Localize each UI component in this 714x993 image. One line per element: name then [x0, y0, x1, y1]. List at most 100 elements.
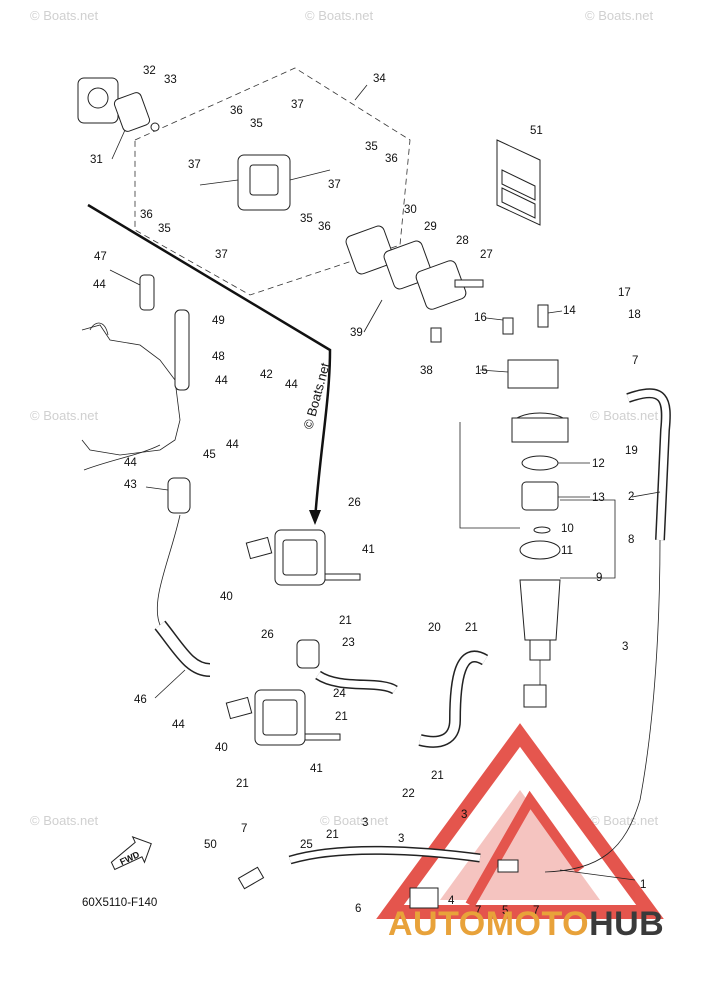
screw-27	[454, 279, 484, 288]
callout-41: 41	[362, 544, 375, 556]
callout-37c: 37	[328, 179, 341, 191]
arrow-head	[309, 510, 321, 525]
connector-47	[139, 274, 155, 311]
callout-24: 24	[333, 688, 346, 700]
callout-44d: 44	[226, 439, 239, 451]
callout-4: 4	[448, 895, 455, 907]
callout-38: 38	[420, 365, 433, 377]
callout-21e: 21	[326, 829, 339, 841]
callout-40: 40	[220, 591, 233, 603]
pin-38	[430, 327, 442, 343]
callout-8: 8	[628, 534, 634, 546]
hose-43	[167, 477, 191, 514]
hose-23	[296, 639, 320, 669]
brand-part-b: HUB	[589, 905, 665, 943]
callout-37: 37	[291, 99, 304, 111]
watermark-bottom-center: © Boats.net	[320, 813, 389, 828]
callout-3c: 3	[362, 817, 368, 829]
callout-27: 27	[480, 249, 493, 261]
callout-30: 30	[404, 204, 417, 216]
watermark-bottom-right: © Boats.net	[590, 813, 659, 828]
callout-16: 16	[474, 312, 487, 324]
callout-48: 48	[212, 351, 225, 363]
callouts: 1 2 3 3 3 3 4 5 6 7 7 7 7 8 9 10 11 12 1…	[90, 65, 646, 917]
callout-33: 33	[164, 74, 177, 86]
callout-10: 10	[561, 523, 574, 535]
callout-43: 43	[124, 479, 137, 491]
callout-25: 25	[300, 839, 313, 851]
callout-47: 47	[94, 251, 107, 263]
brand-part-a: AUTOMOTO	[388, 905, 590, 943]
callout-44: 44	[93, 279, 106, 291]
callout-40b: 40	[215, 742, 228, 754]
part-code: 60X5110-F140	[82, 897, 157, 909]
callout-3d: 3	[398, 833, 404, 845]
gasket-30	[345, 225, 395, 275]
callout-23: 23	[342, 637, 355, 649]
engine-outline	[81, 324, 181, 456]
pump-body-kit	[199, 154, 331, 211]
hose-link	[156, 514, 181, 626]
long-fuel-line	[544, 539, 661, 873]
callout-1: 1	[640, 879, 646, 891]
callout-45: 45	[203, 449, 216, 461]
callout-21: 21	[465, 622, 478, 634]
watermark-mid-left: © Boats.net	[30, 408, 99, 423]
callout-32: 32	[143, 65, 156, 77]
bracket-line-a	[459, 422, 520, 529]
callout-35c: 35	[158, 223, 171, 235]
callout-37b: 37	[188, 159, 201, 171]
diaphragm-28	[415, 260, 467, 310]
decal-51	[496, 139, 541, 226]
callout-11: 11	[561, 545, 573, 557]
callout-42: 42	[260, 369, 273, 381]
callout-21f: 21	[431, 770, 444, 782]
callout-36: 36	[230, 105, 243, 117]
callout-51: 51	[530, 125, 543, 137]
watermark-top-center: © Boats.net	[305, 8, 374, 23]
callout-36d: 36	[318, 221, 331, 233]
callout-41b: 41	[310, 763, 323, 775]
brand-wordmark: AUTOMOTOHUB	[388, 905, 664, 944]
spring-33	[150, 122, 160, 132]
callout-17: 17	[618, 287, 631, 299]
callout-35b: 35	[365, 141, 378, 153]
callout-49: 49	[212, 315, 225, 327]
callout-6: 6	[355, 903, 361, 915]
callout-44b: 44	[215, 375, 228, 387]
watermark-top-right: © Boats.net	[585, 8, 654, 23]
fuel-pump-lower	[225, 689, 341, 746]
callout-39: 39	[350, 327, 363, 339]
callout-44f: 44	[172, 719, 185, 731]
watermark-mid-right: © Boats.net	[590, 408, 659, 423]
callout-21b: 21	[339, 615, 352, 627]
callout-35: 35	[250, 118, 263, 130]
joint-5	[497, 859, 519, 873]
callout-46: 46	[134, 694, 147, 706]
callout-28: 28	[456, 235, 469, 247]
callout-7c: 7	[475, 905, 481, 917]
callout-7d: 7	[533, 905, 539, 917]
callout-13: 13	[592, 492, 605, 504]
pump-cover-31	[77, 77, 119, 124]
bracket-line-b	[560, 499, 616, 579]
callout-26: 26	[348, 497, 361, 509]
callout-37d: 37	[215, 249, 228, 261]
engine-hose	[83, 444, 161, 471]
fuel-filter-assembly	[502, 304, 569, 708]
callout-19: 19	[625, 445, 638, 457]
leader-lines	[109, 84, 661, 881]
callout-2: 2	[628, 491, 634, 503]
engine-detail-a	[89, 322, 109, 336]
callout-7: 7	[632, 355, 638, 367]
connector-50	[237, 866, 265, 890]
pump-kit-outline	[134, 67, 411, 296]
watermark-top-left: © Boats.net	[30, 8, 99, 23]
callout-22: 22	[402, 788, 415, 800]
callout-15: 15	[475, 365, 488, 377]
fwd-arrow: FWD	[110, 836, 152, 871]
callout-31: 31	[90, 154, 103, 166]
callout-18: 18	[628, 309, 641, 321]
callout-7b: 7	[241, 823, 247, 835]
